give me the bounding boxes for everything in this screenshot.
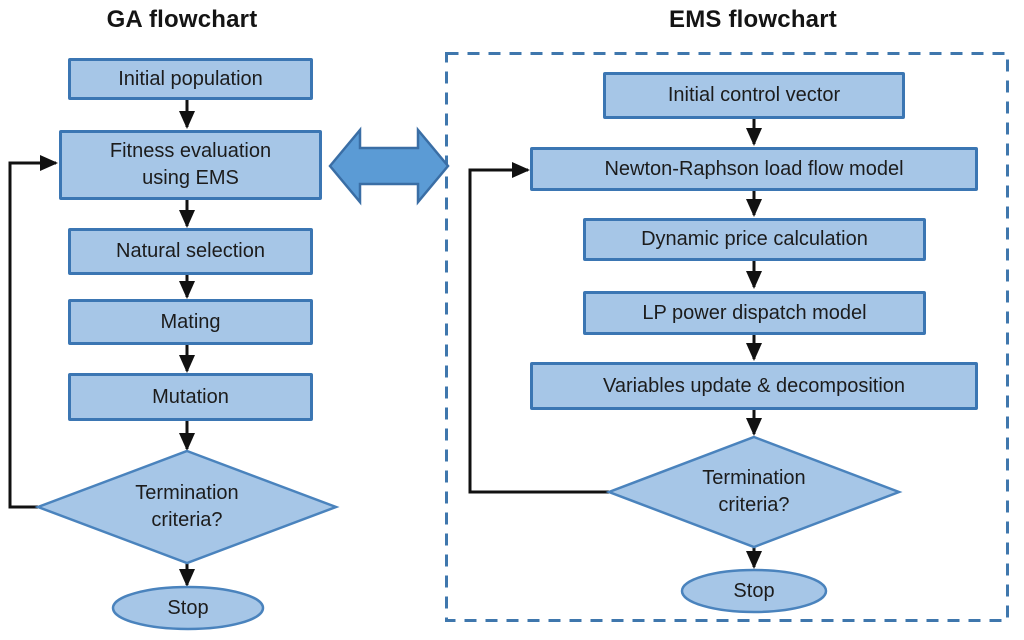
ems-dashed-boundary bbox=[445, 52, 1009, 622]
ems-decision-label: Termination criteria? bbox=[702, 467, 806, 516]
ga-step-initial-population: Initial population bbox=[68, 58, 313, 100]
ga-stop-label: Stop bbox=[167, 597, 209, 619]
ga-step-fitness-evaluation: Fitness evaluation using EMS bbox=[59, 130, 322, 200]
arrow-ems-feedback-loop bbox=[468, 162, 609, 494]
ga-title: GA flowchart bbox=[106, 6, 258, 33]
ga-step-mating: Mating bbox=[68, 299, 313, 345]
ga-ems-coupling-arrow-icon bbox=[328, 126, 450, 206]
ems-title: EMS flowchart bbox=[669, 6, 837, 33]
ems-decision-diamond bbox=[605, 435, 903, 549]
ems-step-variables-update: Variables update & decomposition bbox=[530, 362, 978, 410]
ems-step-dynamic-price: Dynamic price calculation bbox=[583, 218, 926, 261]
ems-step-newton-raphson: Newton-Raphson load flow model bbox=[530, 147, 978, 191]
ga-decision-label: Termination criteria? bbox=[135, 482, 239, 531]
ga-step-natural-selection: Natural selection bbox=[68, 228, 313, 275]
ems-stop-label: Stop bbox=[733, 580, 775, 602]
ems-step-initial-control-vector: Initial control vector bbox=[603, 72, 905, 119]
ga-stop-terminal-shape bbox=[111, 585, 265, 631]
ga-decision-diamond bbox=[34, 449, 340, 565]
ems-step-lp-dispatch: LP power dispatch model bbox=[583, 291, 926, 335]
ems-stop-terminal-shape bbox=[680, 568, 828, 614]
ga-step-mutation: Mutation bbox=[68, 373, 313, 421]
ga-step-fitness-evaluation-label: Fitness evaluation using EMS bbox=[109, 140, 272, 189]
arrow-ga-feedback-loop bbox=[8, 155, 58, 509]
